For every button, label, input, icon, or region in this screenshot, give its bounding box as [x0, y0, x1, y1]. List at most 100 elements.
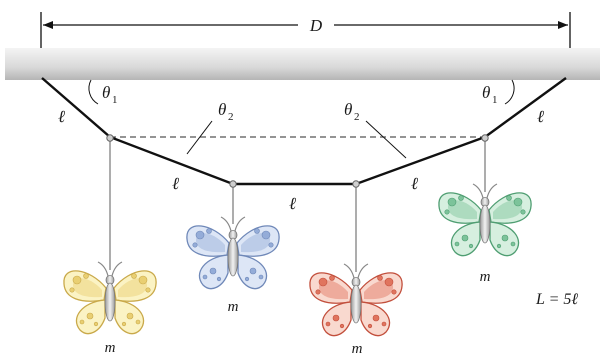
angle-arc-outer-right — [504, 79, 515, 105]
butterfly-red-tint-left — [318, 280, 348, 300]
butterfly-blue-antenna-right — [234, 216, 246, 232]
butterfly-blue-spot-4 — [202, 274, 208, 280]
butterfly-yellow-antenna-left — [97, 261, 109, 277]
segment-label-5: ℓ — [537, 107, 544, 126]
butterfly-blue — [186, 216, 280, 290]
butterfly-blue-spot-2 — [192, 242, 198, 248]
butterfly-red-spot-6 — [377, 275, 383, 281]
butterfly-blue-spot-10 — [216, 276, 222, 282]
angle-theta-outer-left: θ — [102, 83, 110, 102]
butterfly-blue-spot-0 — [195, 230, 205, 240]
segment-label-2: ℓ — [172, 174, 179, 193]
butterfly-yellow-body — [104, 282, 116, 322]
angle-theta-outer-right: θ — [482, 83, 490, 102]
butterfly-yellow-spot-3 — [86, 312, 94, 320]
angle-sub-outer-right: 1 — [492, 94, 498, 106]
butterfly-red-spot-8 — [372, 314, 380, 322]
butterfly-blue-spot-5 — [261, 230, 271, 240]
butterfly-green-spot-7 — [520, 209, 526, 215]
angle-sub-inner-right: 2 — [354, 111, 360, 123]
segment-label-4: ℓ — [411, 174, 418, 193]
butterfly-yellow-spot-10 — [93, 321, 99, 327]
butterfly-green-spot-5 — [513, 197, 523, 207]
butterfly-yellow-spot-4 — [79, 319, 85, 325]
mass-label-3: m — [352, 341, 363, 356]
butterfly-green-spot-2 — [444, 209, 450, 215]
angle-label-inner-left: θ 2 — [218, 100, 234, 123]
butterfly-green-spot-11 — [496, 243, 502, 249]
butterfly-red-spot-2 — [315, 289, 321, 295]
butterflies-group — [63, 183, 532, 337]
mass-label-4: m — [480, 269, 491, 285]
butterfly-red-spot-5 — [384, 277, 394, 287]
angle-label-outer-right: θ 1 — [482, 83, 498, 106]
butterfly-green-tint-left — [447, 200, 477, 220]
angle-arc-outer-left — [88, 79, 99, 105]
butterfly-green-spot-4 — [454, 241, 460, 247]
butterfly-red-spot-4 — [325, 321, 331, 327]
angle-sub-outer-left: 1 — [112, 94, 118, 106]
butterfly-blue-spot-6 — [254, 228, 260, 234]
butterfly-blue-spot-11 — [244, 276, 250, 282]
butterfly-green-tint-right — [493, 200, 523, 220]
segment-label-1: ℓ — [58, 107, 65, 126]
knot-4 — [481, 134, 489, 142]
butterfly-red-tint-right — [364, 280, 394, 300]
butterfly-blue-antenna-left — [220, 216, 232, 232]
butterfly-yellow-tint-right — [118, 278, 148, 298]
butterfly-green-spot-1 — [458, 195, 464, 201]
mass-label-2: m — [228, 299, 239, 315]
butterfly-red-body — [350, 284, 362, 324]
butterfly-yellow-tint-left — [72, 278, 102, 298]
pointer-theta2-right — [365, 120, 407, 159]
butterfly-red-spot-0 — [318, 277, 328, 287]
butterfly-blue-spot-7 — [268, 242, 274, 248]
butterfly-yellow-spot-9 — [135, 319, 141, 325]
butterfly-red-spot-11 — [367, 323, 373, 329]
butterfly-green-spot-0 — [447, 197, 457, 207]
main-string — [41, 77, 567, 186]
butterfly-red-spot-3 — [332, 314, 340, 322]
butterfly-green-spot-8 — [501, 234, 509, 242]
butterfly-yellow-spot-11 — [121, 321, 127, 327]
mass-label-1: m — [105, 340, 116, 356]
distance-label: D — [309, 16, 323, 35]
butterfly-yellow-spot-6 — [131, 273, 137, 279]
butterfly-blue-body — [227, 237, 239, 277]
butterfly-yellow-spot-2 — [69, 287, 75, 293]
butterfly-yellow-spot-1 — [83, 273, 89, 279]
butterfly-blue-spot-9 — [258, 274, 264, 280]
arrowhead-right — [558, 21, 568, 29]
pointer-theta2-left — [186, 120, 213, 155]
arrowhead-left — [43, 21, 53, 29]
angle-theta-inner-right: θ — [344, 100, 352, 119]
butterfly-green-spot-9 — [510, 241, 516, 247]
angle-label-inner-right: θ 2 — [344, 100, 360, 123]
butterfly-yellow-antenna-right — [111, 261, 123, 277]
butterfly-green — [438, 183, 532, 257]
butterfly-yellow-spot-7 — [145, 287, 151, 293]
butterfly-red-spot-7 — [391, 289, 397, 295]
butterfly-green-antenna-left — [472, 183, 484, 199]
butterfly-blue-tint-right — [241, 233, 271, 253]
butterfly-yellow-spot-0 — [72, 275, 82, 285]
total-length-label: L = 5ℓ — [535, 291, 578, 308]
butterfly-blue-tint-left — [195, 233, 225, 253]
butterfly-red — [309, 263, 403, 337]
butterfly-yellow — [63, 261, 157, 335]
butterfly-red-antenna-right — [357, 263, 369, 279]
butterfly-green-spot-6 — [506, 195, 512, 201]
butterfly-red-spot-1 — [329, 275, 335, 281]
butterfly-blue-spot-1 — [206, 228, 212, 234]
knot-1 — [106, 134, 114, 142]
butterfly-red-spot-9 — [381, 321, 387, 327]
butterfly-red-antenna-left — [343, 263, 355, 279]
distance-dimension: D — [40, 12, 571, 58]
butterfly-red-spot-10 — [339, 323, 345, 329]
segment-label-3: ℓ — [289, 194, 296, 213]
ceiling-bar — [5, 48, 600, 80]
butterfly-yellow-spot-8 — [126, 312, 134, 320]
butterfly-blue-spot-3 — [209, 267, 217, 275]
